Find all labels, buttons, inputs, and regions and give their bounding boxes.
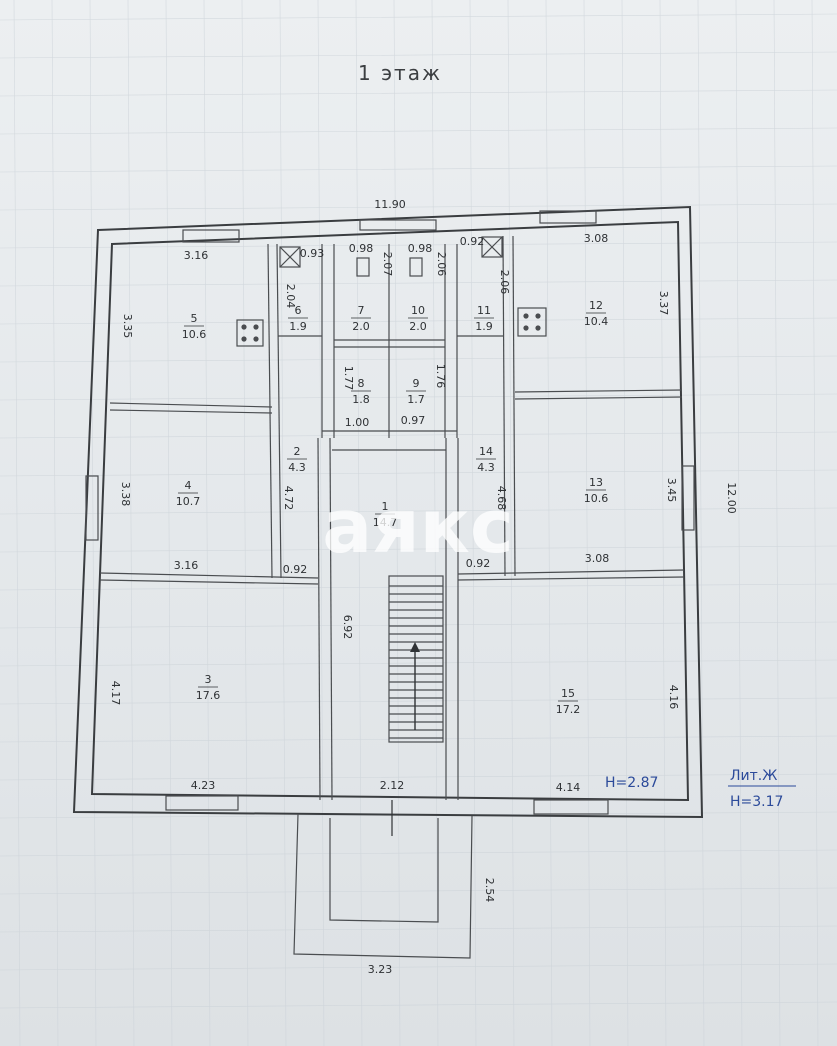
room-3-label: 317.6 <box>196 673 221 702</box>
dimension-room6-side: 2.04 <box>284 284 297 309</box>
room-area: 4.3 <box>477 461 495 474</box>
dimension-room4-side: 3.38 <box>119 482 132 507</box>
dimension-room8-side: 1.77 <box>342 366 355 391</box>
room-12-label: 12 10.4 <box>584 299 609 328</box>
dimension-porch-side: 2.54 <box>483 878 496 903</box>
room-4-label: 410.7 <box>176 479 201 508</box>
room-number: 13 <box>589 476 603 489</box>
room-number: 8 <box>358 377 365 390</box>
dimension-right-total: 12.00 <box>725 482 738 514</box>
outer-walls <box>72 205 704 819</box>
dimension-room10-side: 2.06 <box>435 252 448 277</box>
room-labels: 510.661.972.0102.0111.91210.481.891.724.… <box>176 299 609 716</box>
room-area: 1.9 <box>475 320 493 333</box>
room-number: 2 <box>294 445 301 458</box>
dimension-room12-side: 3.37 <box>657 291 670 316</box>
interior-walls <box>99 235 685 801</box>
room-area: 10.4 <box>584 315 609 328</box>
dimension-labels: 11.9012.003.163.350.932.040.982.070.982.… <box>109 198 738 976</box>
dimension-room9-bottom: 0.97 <box>401 414 426 427</box>
room-number: 12 <box>589 299 603 312</box>
page-title: 1 этаж <box>358 61 442 85</box>
dimension-room5-side: 3.35 <box>121 314 134 339</box>
room-area: 2.0 <box>409 320 427 333</box>
dimension-porch-bottom: 3.23 <box>368 963 393 976</box>
dimension-room7-side: 2.07 <box>381 252 394 277</box>
room-6-label: 61.9 <box>288 304 308 333</box>
fixtures <box>236 236 547 347</box>
dimension-corr14-bottom: 0.92 <box>466 557 491 570</box>
room-number: 11 <box>477 304 491 317</box>
room-area: 10.6 <box>584 492 609 505</box>
room-area: 1.9 <box>289 320 307 333</box>
room-area: 14.7 <box>373 516 398 529</box>
room-11-label: 111.9 <box>474 304 494 333</box>
room-number: 3 <box>205 673 212 686</box>
room-7-label: 72.0 <box>351 304 371 333</box>
room-area: 2.0 <box>352 320 370 333</box>
room-number: 1 <box>382 500 389 513</box>
watermark-logo: аякс <box>322 484 514 570</box>
litera-height-label: Н=3.17 <box>730 794 783 810</box>
dimension-corr14-side: 4.68 <box>495 486 508 511</box>
room-number: 9 <box>413 377 420 390</box>
room-1-label: 114.7 <box>373 500 398 529</box>
room-area: 1.7 <box>407 393 425 406</box>
room-area: 17.6 <box>196 689 221 702</box>
room-13-label: 13 10.6 <box>584 476 609 505</box>
room-14-label: 144.3 <box>476 445 496 474</box>
dimension-room11-side: 2.06 <box>498 270 511 295</box>
dimension-room12-top: 3.08 <box>584 232 609 245</box>
room-area: 10.6 <box>182 328 207 341</box>
staircase <box>388 575 444 743</box>
dimension-room9-side: 1.76 <box>434 364 447 389</box>
room-number: 7 <box>358 304 365 317</box>
dimension-room5-top: 3.16 <box>184 249 209 262</box>
room-number: 10 <box>411 304 425 317</box>
dimension-top-total: 11.90 <box>374 198 406 211</box>
room-9-label: 91.7 <box>406 377 426 406</box>
dimension-room15-bottom: 4.14 <box>556 781 581 794</box>
windows <box>85 210 695 815</box>
room-number: 15 <box>561 687 575 700</box>
room-5-label: 510.6 <box>182 312 207 341</box>
dimension-corr2-side: 4.72 <box>282 486 295 511</box>
dimension-room15-side: 4.16 <box>667 685 680 710</box>
room-number: 6 <box>295 304 302 317</box>
room-8-label: 81.8 <box>351 377 371 406</box>
dimension-room8-bottom: 1.00 <box>345 416 370 429</box>
room-number: 14 <box>479 445 493 458</box>
dimension-room13-bottom: 3.08 <box>585 552 610 565</box>
room-number: 5 <box>191 312 198 325</box>
litera-label: Лит.Ж <box>730 768 777 784</box>
dimension-room6-top: 0.93 <box>300 247 325 260</box>
room-area: 1.8 <box>352 393 370 406</box>
dimension-room7-top: 0.98 <box>349 242 374 255</box>
dimension-room3-side: 4.17 <box>109 681 122 706</box>
room-area: 17.2 <box>556 703 581 716</box>
room-number: 4 <box>185 479 192 492</box>
dimension-room13-side: 3.45 <box>665 478 678 503</box>
room-area: 4.3 <box>288 461 306 474</box>
dimension-stair-side: 6.92 <box>341 615 354 640</box>
floor-height-label: Н=2.87 <box>605 775 658 791</box>
dimension-corr2-bottom: 0.92 <box>283 563 308 576</box>
dimension-room4-bottom: 3.16 <box>174 559 199 572</box>
dimension-room3-bottom: 4.23 <box>191 779 216 792</box>
dimension-room10-top: 0.98 <box>408 242 433 255</box>
dimension-room11-top: 0.92 <box>460 235 485 248</box>
room-2-label: 24.3 <box>287 445 307 474</box>
entrance-porch <box>293 813 473 959</box>
room-area: 10.7 <box>176 495 201 508</box>
room-15-label: 15 17.2 <box>556 687 581 716</box>
stair-arrow <box>410 642 420 730</box>
room-10-label: 102.0 <box>408 304 428 333</box>
dimension-stair-bottom: 2.12 <box>380 779 405 792</box>
